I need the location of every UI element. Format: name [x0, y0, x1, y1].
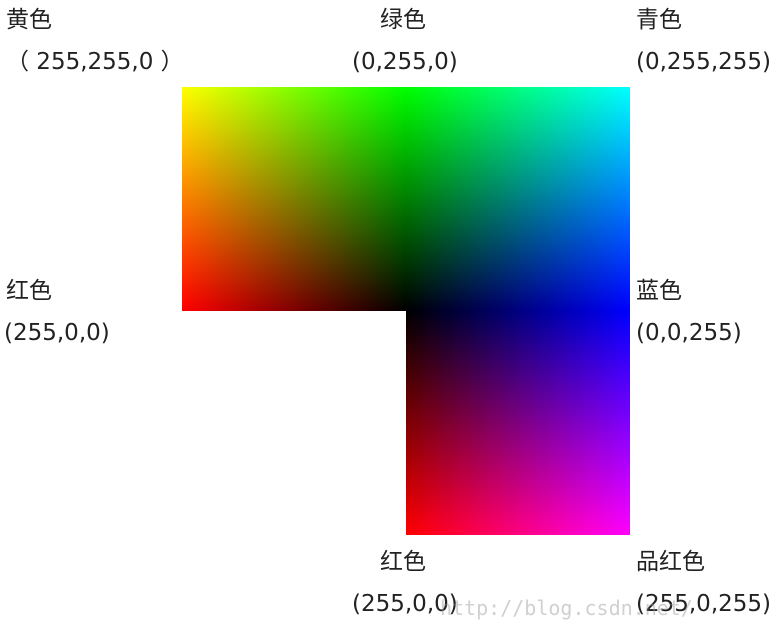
- cyan-label: 青色: [636, 7, 682, 33]
- green-label: 绿色: [380, 7, 426, 33]
- yellow-rgb-label: （ 255,255,0 ）: [6, 49, 184, 75]
- red-left-label: 红色: [6, 278, 52, 304]
- top-gradient-square: [182, 87, 630, 311]
- red-left-rgb-label: (255,0,0): [4, 320, 110, 346]
- magenta-label: 品红色: [636, 549, 705, 575]
- red-bottom-label: 红色: [380, 549, 426, 575]
- blue-rgb-label: (0,0,255): [636, 320, 742, 346]
- blue-label: 蓝色: [636, 278, 682, 304]
- yellow-label: 黄色: [6, 7, 52, 33]
- watermark: http://blog.csdn.net/: [440, 596, 693, 620]
- magenta-rgb-label: (255,0,255): [636, 591, 772, 617]
- bottom-gradient-square: [406, 311, 630, 535]
- green-rgb-label: (0,255,0): [352, 49, 458, 75]
- red-bottom-rgb-label: (255,0,0): [352, 591, 458, 617]
- cyan-rgb-label: (0,255,255): [636, 49, 772, 75]
